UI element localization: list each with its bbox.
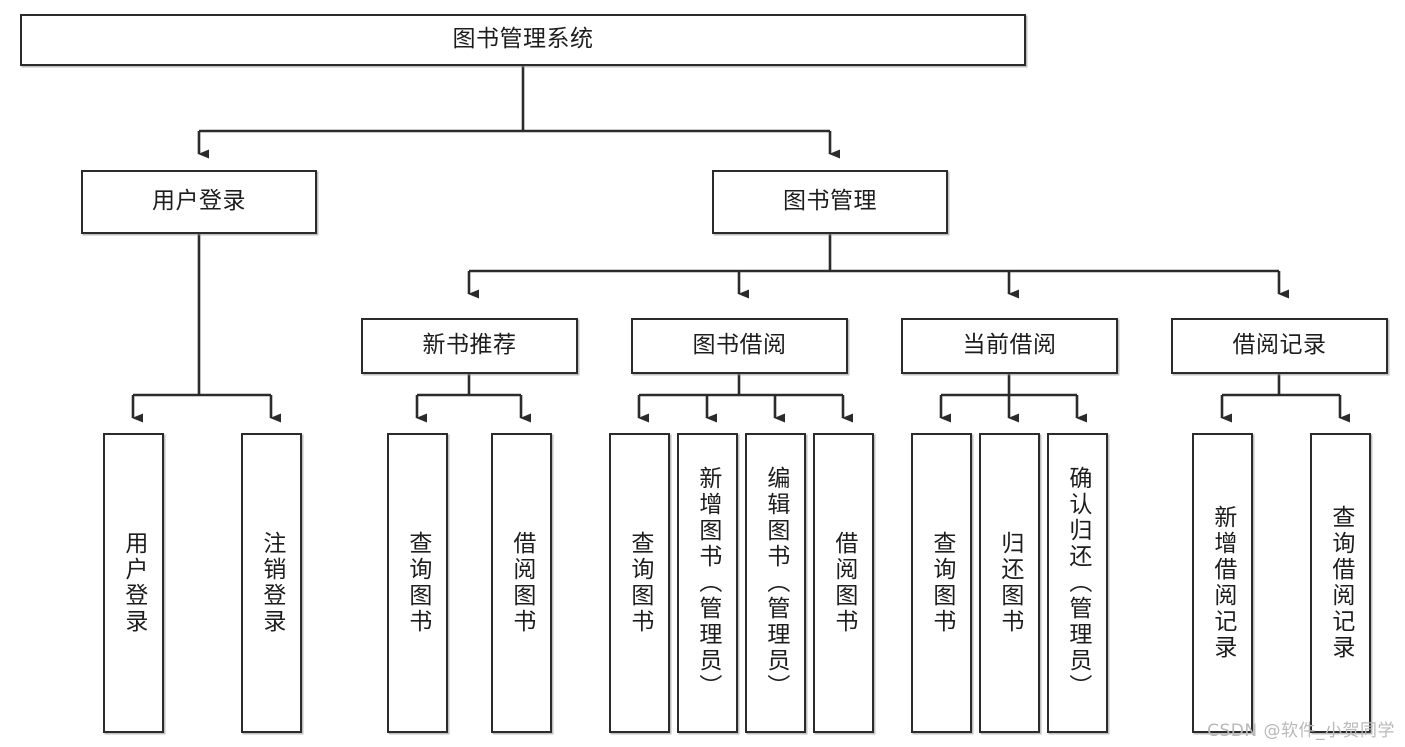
node-label: 用户登录 <box>120 531 147 635</box>
node-label: 用户登录 <box>152 188 246 215</box>
node-label: 查询图书 <box>928 531 955 635</box>
node-label: 新增借阅记录 <box>1209 505 1236 661</box>
leaf-borrow-record-add-record[interactable]: 新增借阅记录 <box>1192 433 1253 733</box>
leaf-book-borrow-edit-book-admin[interactable]: 编辑图书（管理员） <box>745 433 806 733</box>
leaf-user-login-login[interactable]: 用户登录 <box>103 433 164 733</box>
leaf-current-borrow-query-book[interactable]: 查询图书 <box>911 433 972 733</box>
node-current-borrowing[interactable]: 当前借阅 <box>901 318 1118 374</box>
node-user-login[interactable]: 用户登录 <box>81 170 317 234</box>
node-label: 查询图书 <box>626 531 653 635</box>
node-label: 新增图书（管理员） <box>694 466 721 700</box>
node-book-management[interactable]: 图书管理 <box>712 170 948 234</box>
node-label: 借阅记录 <box>1232 332 1327 359</box>
leaf-user-login-logout[interactable]: 注销登录 <box>241 433 302 733</box>
leaf-current-borrow-confirm-return-admin[interactable]: 确认归还（管理员） <box>1047 433 1108 733</box>
leaf-book-borrow-add-book-admin[interactable]: 新增图书（管理员） <box>677 433 738 733</box>
leaf-new-book-query-book[interactable]: 查询图书 <box>387 433 448 733</box>
node-label: 当前借阅 <box>962 332 1057 359</box>
node-new-book-recommendation[interactable]: 新书推荐 <box>361 318 578 374</box>
node-label: 确认归还（管理员） <box>1064 466 1091 700</box>
node-book-borrowing[interactable]: 图书借阅 <box>631 318 848 374</box>
leaf-new-book-borrow-book[interactable]: 借阅图书 <box>491 433 552 733</box>
node-label: 归还图书 <box>996 531 1023 635</box>
leaf-current-borrow-return-book[interactable]: 归还图书 <box>979 433 1040 733</box>
leaf-book-borrow-borrow-book[interactable]: 借阅图书 <box>813 433 874 733</box>
node-borrowing-record[interactable]: 借阅记录 <box>1171 318 1388 374</box>
node-label: 查询借阅记录 <box>1327 505 1354 661</box>
leaf-borrow-record-query-record[interactable]: 查询借阅记录 <box>1310 433 1371 733</box>
node-label: 查询图书 <box>404 531 431 635</box>
watermark-text: CSDN @软件_小贺同学 <box>1207 721 1395 741</box>
node-root-book-management-system[interactable]: 图书管理系统 <box>20 14 1026 66</box>
node-label: 注销登录 <box>258 531 285 635</box>
node-label: 借阅图书 <box>830 531 857 635</box>
node-label: 新书推荐 <box>422 332 517 359</box>
leaf-book-borrow-query-book[interactable]: 查询图书 <box>609 433 670 733</box>
node-label: 图书借阅 <box>692 332 787 359</box>
node-label: 编辑图书（管理员） <box>762 466 789 700</box>
node-label: 图书管理系统 <box>452 26 594 53</box>
node-label: 图书管理 <box>783 188 877 215</box>
node-label: 借阅图书 <box>508 531 535 635</box>
